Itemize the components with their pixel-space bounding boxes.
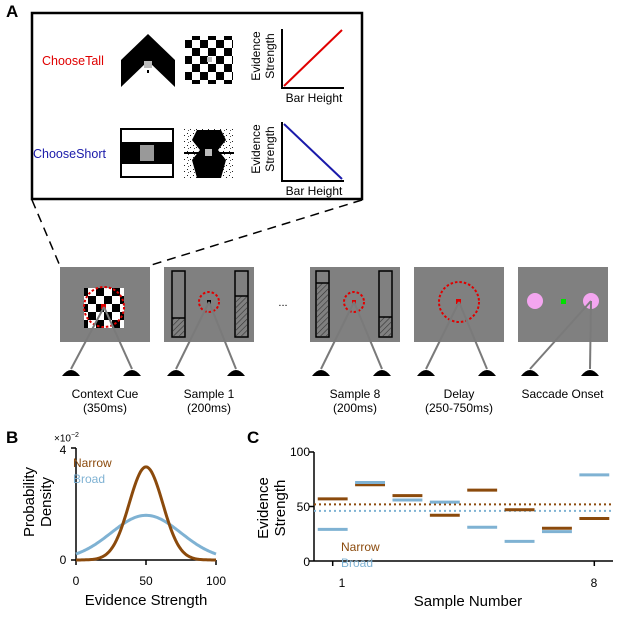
chart-b-exponent: ×10−2: [54, 432, 79, 445]
short-plot-xlabel: Bar Height: [285, 184, 343, 198]
tall-stimulus-checkerboard: [185, 36, 233, 84]
chart-b-xtick-50: 50: [139, 574, 153, 588]
short-stimulus-bars: [120, 128, 174, 178]
chart-c-legend-broad: Broad: [341, 556, 374, 570]
chart-c-xtick-1: 1: [338, 576, 346, 590]
panel-letter-c: C: [247, 428, 260, 447]
short-mapping-plot: [281, 122, 344, 182]
short-stimulus-noise: [184, 128, 234, 178]
zoom-line-right: [147, 199, 363, 267]
chart-c-xlabel: Sample Number: [413, 593, 523, 610]
chart-b-xlabel: Evidence Strength: [84, 592, 208, 609]
chart-b-ytick-0: 0: [59, 553, 67, 567]
chart-b-xtick-0: 0: [72, 574, 80, 588]
chart-b-legend-narrow: Narrow: [73, 456, 112, 470]
chart-b-series-narrow: [76, 465, 216, 562]
chart-c-ytick-0: 0: [303, 555, 310, 569]
chart-b-series-broad: [75, 513, 217, 556]
chart-c-ytick-50: 50: [296, 500, 310, 514]
chart-c-ytick-100: 100: [289, 445, 310, 459]
chart-b-xtick-100: 100: [205, 574, 227, 588]
context-label-choosetall: ChooseTall: [42, 54, 104, 68]
screen-label-delay: Delay(250-750ms): [424, 387, 494, 415]
zoom-line-left: [31, 199, 61, 267]
panel-letter-a: A: [6, 2, 19, 21]
tall-stimulus-chevron: [121, 34, 175, 87]
gaze-lines: [70, 300, 592, 370]
tall-plot-xlabel: Bar Height: [285, 91, 343, 105]
chart-b-legend-broad: Broad: [73, 472, 106, 486]
eyes: [62, 370, 599, 376]
screen-label-sample-8: Sample 8(200ms): [329, 387, 381, 415]
screen-label-saccade-onset: Saccade Onset: [521, 387, 604, 401]
screen-label-context-cue: Context Cue(350ms): [71, 387, 139, 415]
panel-letter-b: B: [6, 428, 19, 447]
chart-c-xtick-8: 8: [590, 576, 598, 590]
screen-sample-1: [164, 267, 254, 342]
context-label-chooseshort: ChooseShort: [33, 147, 106, 161]
screen-saccade-onset: [518, 267, 608, 342]
screen-label-sample-1: Sample 1(200ms): [183, 387, 235, 415]
tall-mapping-plot: [281, 29, 344, 89]
screen-context-cue: [60, 267, 150, 342]
chart-c-legend-narrow: Narrow: [341, 540, 380, 554]
chart-b-ytick-4: 4: [59, 443, 67, 457]
ellipsis: ...: [278, 297, 288, 309]
